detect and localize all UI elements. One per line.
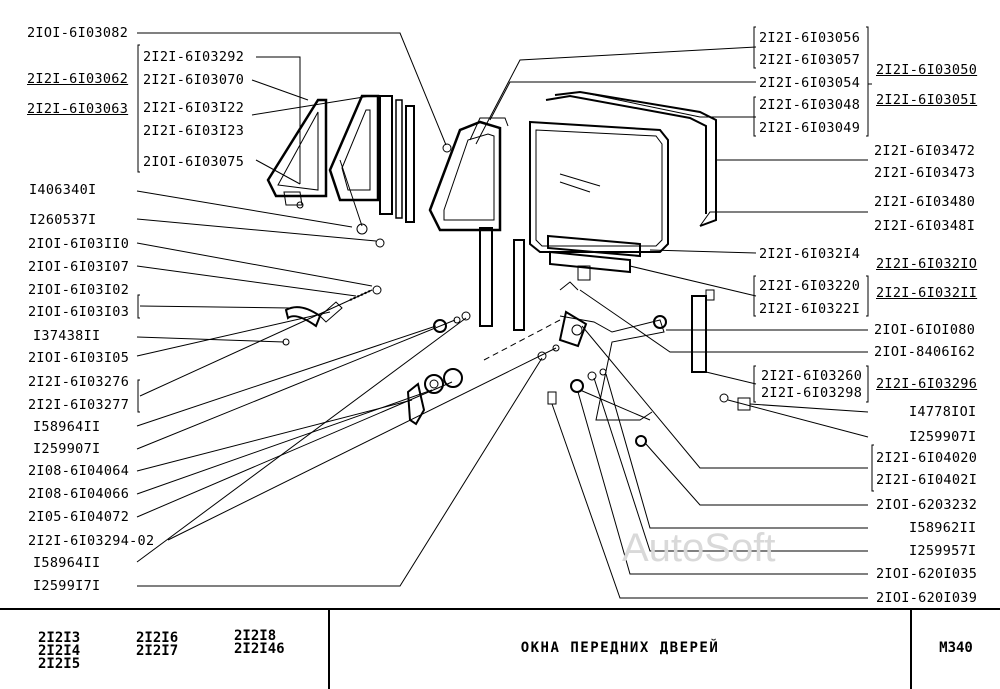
part-number-label: 2I2I-6I03294-02 (28, 533, 155, 549)
part-number-label: 2I2I-6I03260 (761, 368, 863, 384)
model-list-col3: 2I2I8 2I2I46 (234, 628, 285, 657)
part-number-label: 2I2I-6I03298 (761, 385, 863, 401)
part-number-label: 2I2I-6I0402I (876, 472, 978, 488)
part-number-label: 2IOI-620I035 (876, 566, 978, 582)
part-number-label: I259907I (33, 441, 101, 457)
part-number-label: 2IOI-6I03I07 (28, 259, 130, 275)
model-code: 2I2I6 (136, 630, 179, 646)
part-number-label: 2I2I-6I03049 (759, 120, 861, 136)
sheet-number: М340 (939, 640, 973, 656)
part-number-label: 2I2I-6I03473 (874, 165, 976, 181)
part-number-label: 2I2I-6I0305I (876, 92, 978, 108)
part-number-label: 2IOI-6I03075 (143, 154, 245, 170)
title-block-divider (910, 610, 912, 689)
exploded-view-drawing (136, 26, 874, 599)
part-number-label: 2IOI-8406I62 (874, 344, 976, 360)
model-code: 2I2I46 (234, 641, 285, 657)
part-number-label: 2I2I-6I03220 (759, 278, 861, 294)
part-number-label: I58964II (33, 419, 101, 435)
part-number-label: 2IOI-6I03082 (27, 25, 129, 41)
part-number-label: 2I2I-6I03063 (27, 101, 129, 117)
part-number-label: I406340I (29, 182, 97, 198)
drawing-title: ОКНА ПЕРЕДНИХ ДВЕРЕЙ (520, 640, 720, 656)
part-number-label: 2I2I-6I03296 (876, 376, 978, 392)
parts-diagram (136, 26, 874, 599)
part-number-label: I259907I (909, 429, 977, 445)
model-code: 2I2I5 (38, 656, 81, 672)
part-number-label: 2I2I-6I03472 (874, 143, 976, 159)
part-number-label: I260537I (29, 212, 97, 228)
part-number-label: 2IOI-6I03I05 (28, 350, 130, 366)
model-code: 2I2I4 (38, 643, 81, 659)
model-list-col1: 2I2I3 2I2I4 2I2I5 (38, 630, 81, 672)
part-number-label: I2599I7I (33, 578, 101, 594)
part-number-label: I58962II (909, 520, 977, 536)
part-number-label: 2I2I-6I03276 (28, 374, 130, 390)
part-number-label: 2I2I-6I03292 (143, 49, 245, 65)
model-code: 2I2I3 (38, 630, 81, 646)
part-number-label: 2I2I-6I03050 (876, 62, 978, 78)
part-number-label: I37438II (33, 328, 101, 344)
part-number-label: 2I2I-6I03054 (759, 75, 861, 91)
model-code: 2I2I7 (136, 643, 179, 659)
part-number-label: 2I2I-6I03056 (759, 30, 861, 46)
part-number-label: 2I2I-6I03057 (759, 52, 861, 68)
title-block-divider (328, 610, 330, 689)
part-number-label: I259957I (909, 543, 977, 559)
part-number-label: 2I2I-6I03480 (874, 194, 976, 210)
part-number-label: 2I2I-6I03I23 (143, 123, 245, 139)
part-number-label: 2IOI-6I03I03 (28, 304, 130, 320)
watermark: AutoSoft (622, 526, 776, 570)
part-number-label: 2IOI-620I039 (876, 590, 978, 606)
model-list-col2: 2I2I6 2I2I7 (136, 630, 179, 659)
part-number-label: 2I2I-6I032II (876, 285, 978, 301)
part-number-label: 2I2I-6I03277 (28, 397, 130, 413)
part-number-label: I58964II (33, 555, 101, 571)
part-number-label: 2I2I-6I03062 (27, 71, 129, 87)
part-number-label: 2I2I-6I0322I (759, 301, 861, 317)
part-number-label: 2I2I-6I03I22 (143, 100, 245, 116)
part-number-label: 2IOI-6I03I02 (28, 282, 130, 298)
part-number-label: 2I2I-6I03070 (143, 72, 245, 88)
part-number-label: 2IOI-6203232 (876, 497, 978, 513)
part-number-label: I4778IOI (909, 404, 977, 420)
part-number-label: 2I08-6I04064 (28, 463, 130, 479)
part-number-label: 2I08-6I04066 (28, 486, 130, 502)
title-block: 2I2I3 2I2I4 2I2I5 2I2I6 2I2I7 2I2I8 2I2I… (0, 608, 1000, 689)
part-number-label: 2I05-6I04072 (28, 509, 130, 525)
part-number-label: 2I2I-6I03048 (759, 97, 861, 113)
part-number-label: 2I2I-6I032IO (876, 256, 978, 272)
part-number-label: 2IOI-6IOI080 (874, 322, 976, 338)
part-number-label: 2I2I-6I0348I (874, 218, 976, 234)
part-number-label: 2I2I-6I04020 (876, 450, 978, 466)
model-code: 2I2I8 (234, 628, 277, 644)
part-number-label: 2I2I-6I032I4 (759, 246, 861, 262)
part-number-label: 2IOI-6I03II0 (28, 236, 130, 252)
